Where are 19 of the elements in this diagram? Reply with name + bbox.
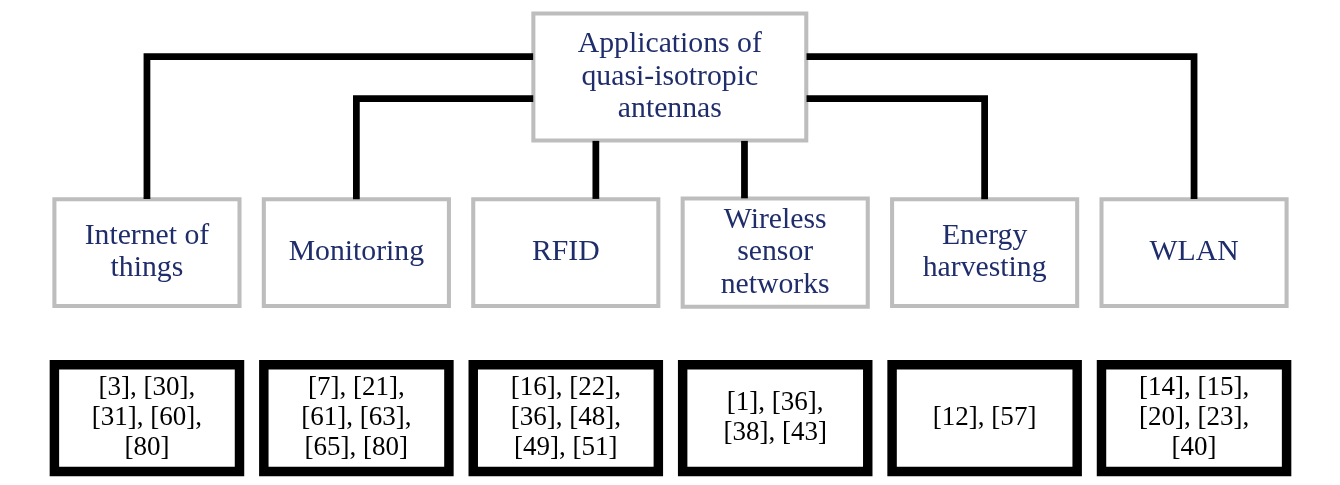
node-box: RFID [470, 197, 660, 309]
connector [806, 95, 988, 200]
node-box: Applications of quasi-isotropic antennas [530, 11, 808, 143]
connector [740, 140, 748, 199]
node-box: [7], [21], [61], [63], [65], [80] [258, 360, 454, 477]
node-box: [16], [22], [36], [48], [49], [51] [468, 360, 663, 477]
node-box: Wireless sensor networks [680, 196, 870, 309]
connector [591, 140, 599, 199]
node-box: Internet of things [51, 197, 242, 309]
node-box: [1], [36], [38], [43] [677, 360, 872, 477]
connector [143, 53, 533, 200]
node-box: Monitoring [261, 197, 451, 309]
node-box: [14], [15], [20], [23], [40] [1096, 360, 1291, 477]
node-box: WLAN [1098, 197, 1289, 309]
node-box: [3], [30], [31], [60], [80] [49, 360, 244, 477]
node-box: [12], [57] [886, 360, 1082, 477]
connector [806, 53, 1197, 200]
node-box: Energy harvesting [889, 197, 1079, 309]
connector [352, 95, 533, 200]
